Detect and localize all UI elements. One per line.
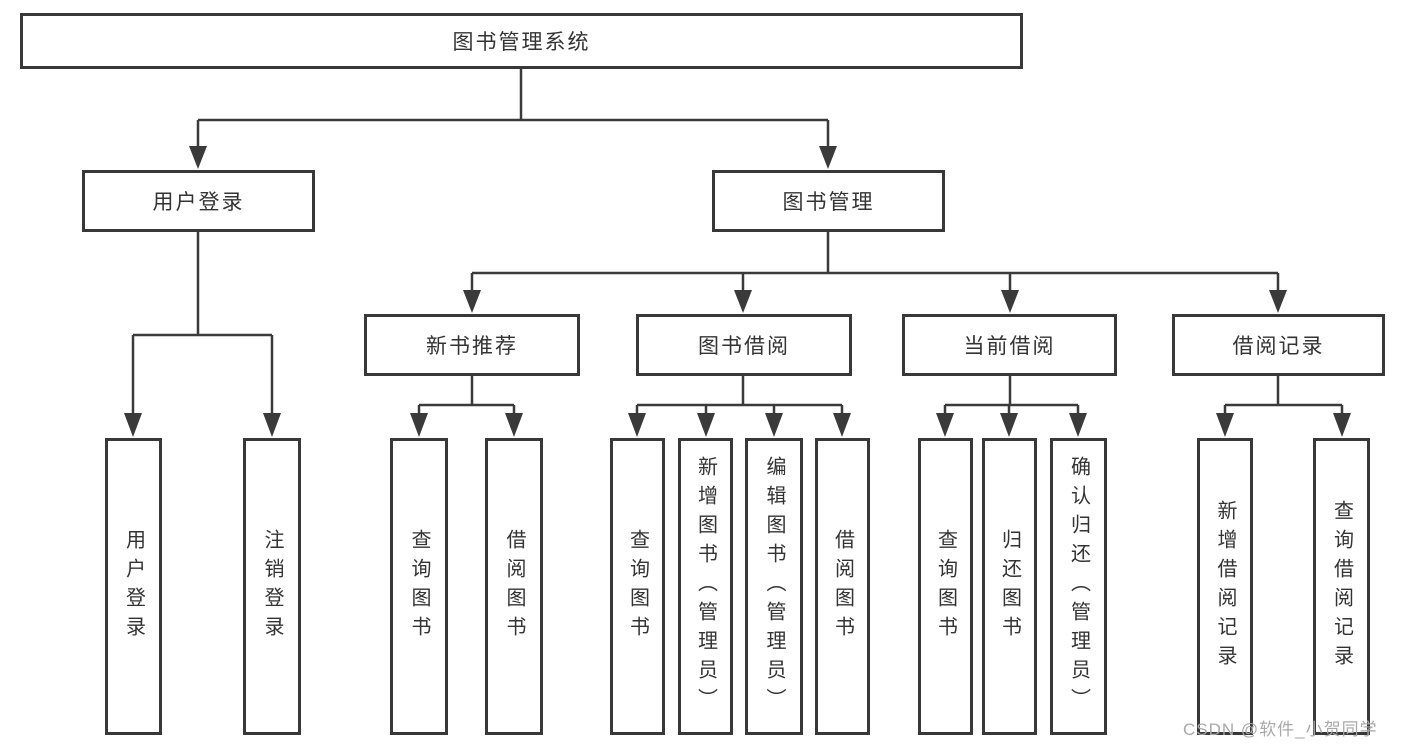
connector-current-children	[936, 376, 1087, 437]
node-label: 图书借阅	[698, 335, 790, 358]
leaf-add-borrow-record: 新增借阅记录	[1197, 438, 1253, 735]
node-label: 借阅记录	[1232, 335, 1325, 358]
leaf-label: 注销登录	[261, 528, 283, 645]
node-root-library-system: 图书管理系统	[20, 13, 1023, 69]
connector-records-children	[1216, 376, 1351, 437]
node-label: 图书管理系统	[452, 31, 591, 54]
node-user-login: 用户登录	[82, 170, 315, 232]
arrowhead	[1269, 290, 1287, 313]
arrowhead	[1333, 413, 1351, 437]
node-label: 当前借阅	[963, 335, 1056, 358]
leaf-query-books-2: 查询图书	[610, 438, 665, 735]
arrowhead	[410, 413, 428, 437]
leaf-user-login: 用户登录	[105, 438, 162, 735]
arrowhead	[1069, 413, 1087, 437]
leaf-add-book-admin: 新增图书（管理员）	[678, 438, 733, 735]
node-new-book-recommend: 新书推荐	[364, 314, 580, 376]
csdn-watermark: CSDN @软件_小贺同学	[1183, 720, 1378, 739]
leaf-label: 借阅图书	[831, 528, 854, 645]
node-current-borrow: 当前借阅	[902, 314, 1117, 376]
node-label: 图书管理	[782, 191, 875, 214]
node-label: 新书推荐	[426, 335, 518, 358]
leaf-label: 新增借阅记录	[1214, 499, 1236, 674]
arrowhead	[697, 413, 715, 437]
leaf-confirm-return-admin: 确认归还（管理员）	[1050, 438, 1107, 735]
leaf-logout: 注销登录	[243, 438, 301, 735]
connector-new-rec-children	[410, 376, 523, 437]
arrowhead	[833, 413, 851, 437]
node-borrow-records: 借阅记录	[1172, 314, 1385, 376]
leaf-label: 编辑图书（管理员）	[763, 456, 785, 717]
leaf-label: 用户登录	[122, 528, 145, 645]
leaf-label: 查询图书	[934, 528, 957, 645]
connector-user-login-children	[124, 232, 281, 437]
connector-borrow-children	[628, 376, 851, 437]
leaf-query-books-1: 查询图书	[390, 438, 448, 735]
connector-root-to-level2	[189, 69, 837, 169]
leaf-label: 查询借阅记录	[1330, 499, 1353, 674]
arrowhead	[1000, 413, 1018, 437]
arrowhead	[1001, 290, 1019, 313]
leaf-query-borrow-record: 查询借阅记录	[1313, 438, 1370, 735]
arrowhead	[734, 290, 752, 313]
leaf-borrow-books-2: 借阅图书	[815, 438, 870, 735]
leaf-label: 查询图书	[626, 528, 649, 645]
arrowhead	[1216, 413, 1234, 437]
leaf-label: 确认归还（管理员）	[1067, 456, 1090, 717]
leaf-label: 查询图书	[408, 528, 430, 645]
leaf-query-books-3: 查询图书	[918, 438, 973, 735]
connector-book-mgmt-to-level3	[463, 232, 1287, 313]
leaf-label: 借阅图书	[503, 528, 525, 645]
node-book-management: 图书管理	[712, 170, 945, 232]
arrowhead	[765, 413, 783, 437]
arrowhead	[936, 413, 954, 437]
arrowhead	[263, 413, 281, 437]
arrowhead	[819, 146, 837, 169]
arrowhead	[628, 413, 646, 437]
leaf-label: 新增图书（管理员）	[694, 456, 717, 717]
arrowhead	[463, 290, 481, 313]
leaf-edit-book-admin: 编辑图书（管理员）	[745, 438, 803, 735]
leaf-return-book: 归还图书	[982, 438, 1037, 735]
arrowhead	[124, 413, 142, 437]
leaf-label: 归还图书	[998, 528, 1021, 645]
node-label: 用户登录	[152, 191, 245, 214]
arrowhead	[505, 413, 523, 437]
leaf-borrow-books-1: 借阅图书	[485, 438, 543, 735]
node-book-borrow: 图书借阅	[636, 314, 852, 376]
arrowhead	[189, 146, 207, 169]
